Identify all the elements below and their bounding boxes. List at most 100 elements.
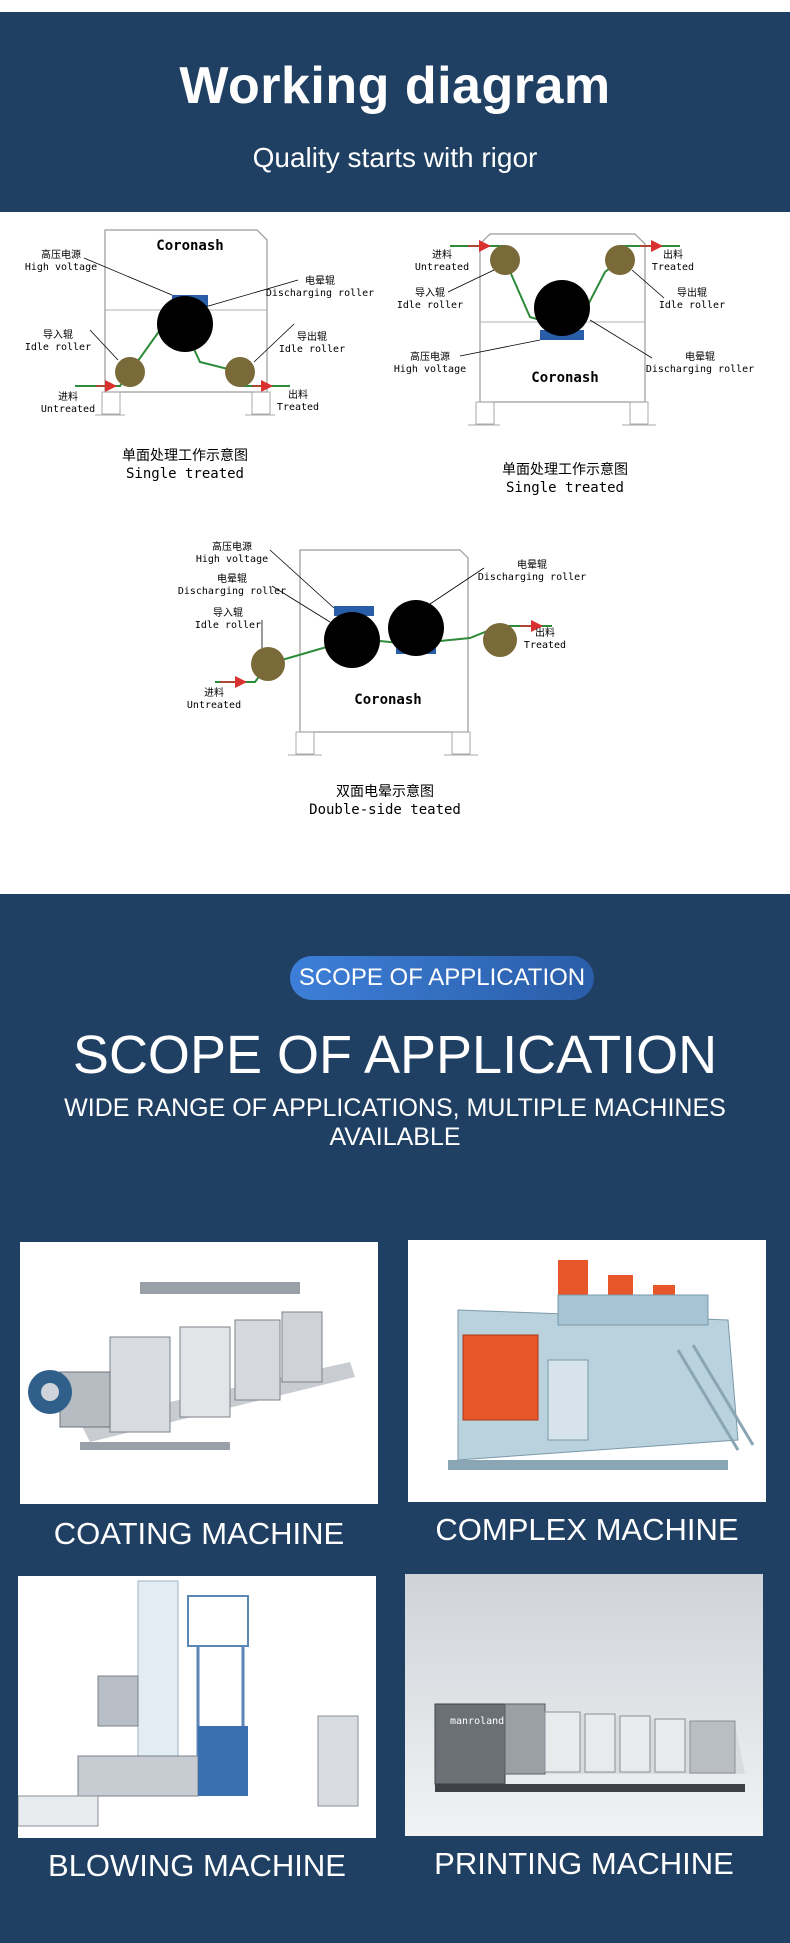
discharging-roller: [534, 280, 590, 336]
discharging-roller-2: [388, 600, 444, 656]
discharging-roller: [157, 296, 213, 352]
leader-line: [429, 567, 485, 605]
idle-roller-in: [490, 245, 520, 275]
machine-foot: [295, 731, 315, 755]
diagrams-svg: Coronash 高压电源 High voltage 电晕辊 Dischargi…: [25, 229, 754, 818]
working-diagram-header: Working diagram Quality starts with rigo…: [0, 12, 790, 212]
hv-label-cn: 高压电源: [212, 540, 252, 553]
feed-label-en: Untreated: [187, 700, 241, 711]
leader-line: [631, 269, 665, 299]
scope-title: SCOPE OF APPLICATION: [72, 1025, 718, 1085]
leader-line: [459, 339, 541, 357]
in-label-cn: 导入辊: [213, 606, 243, 619]
idle-roller-in: [115, 357, 145, 387]
diagram-single-treated-2: Coronash 进料 Untreated 导入辊 Idle roller 高压…: [394, 233, 754, 496]
coating-machine-image: [20, 1242, 378, 1504]
idle-roller-out: [483, 623, 517, 657]
out-label-cn: 导出辊: [297, 330, 327, 343]
coronash-label: Coronash: [156, 238, 223, 254]
idle-roller-in: [251, 647, 285, 681]
leader-line: [253, 323, 295, 363]
caption-cn: 双面电晕示意图: [336, 783, 434, 800]
diagram-single-treated-1: Coronash 高压电源 High voltage 电晕辊 Dischargi…: [25, 229, 374, 482]
feed-label-cn: 进料: [204, 686, 224, 699]
in-label-cn: 导入辊: [43, 328, 73, 341]
machine-foot: [101, 391, 121, 415]
feed-label-en: Untreated: [415, 262, 469, 273]
idle-roller-out: [605, 245, 635, 275]
feed-label-cn: 进料: [432, 248, 452, 261]
in-label-cn: 导入辊: [415, 286, 445, 299]
leader-line: [271, 585, 331, 623]
caption-cn: 单面处理工作示意图: [122, 447, 248, 464]
out-label-cn: 导出辊: [677, 286, 707, 299]
dr-label-en: Discharging roller: [266, 288, 374, 299]
hv-label-en: High voltage: [25, 262, 97, 273]
dr-label-cn: 电晕辊: [685, 350, 715, 363]
dr1-label-cn: 电晕辊: [217, 572, 247, 585]
caption-cn: 单面处理工作示意图: [502, 461, 628, 478]
leader-line: [269, 549, 335, 609]
in-label-en: Idle roller: [195, 620, 261, 631]
printing-machine-label: PRINTING MACHINE: [434, 1846, 734, 1881]
dr1-label-en: Discharging roller: [178, 586, 286, 597]
blowing-machine-image: [18, 1576, 376, 1838]
manroland-logo-text: manroland: [450, 1716, 504, 1727]
machine-frame: [299, 549, 469, 733]
machine-foot: [629, 401, 649, 425]
caption-en: Double-side teated: [309, 802, 461, 818]
complex-machine-image: [408, 1240, 766, 1502]
coating-machine-illustration: [20, 1242, 378, 1504]
coronash-label: Coronash: [354, 692, 421, 708]
complex-machine-label: COMPLEX MACHINE: [435, 1512, 739, 1547]
complex-machine-illustration: [408, 1240, 766, 1502]
leader-line: [589, 319, 653, 359]
exit-label-en: Treated: [277, 402, 319, 413]
dr2-label-en: Discharging roller: [478, 572, 586, 583]
blowing-machine-label: BLOWING MACHINE: [48, 1848, 346, 1883]
machine-foot: [251, 391, 271, 415]
scope-pill: SCOPE OF APPLICATION: [290, 956, 594, 1000]
coating-machine-label: COATING MACHINE: [53, 1516, 345, 1551]
leader-line: [204, 279, 299, 308]
header-title: Working diagram: [179, 57, 611, 115]
scope-subtitle: WIDE RANGE OF APPLICATIONS, MULTIPLE MAC…: [64, 1094, 726, 1151]
dr-label-en: Discharging roller: [646, 364, 754, 375]
leader-line: [89, 329, 119, 361]
scope-section: SCOPE OF APPLICATION SCOPE OF APPLICATIO…: [0, 894, 790, 1943]
diagram-double-side: Coronash 高压电源 High voltage 电晕辊 Dischargi…: [178, 540, 586, 818]
exit-label-en: Treated: [652, 262, 694, 273]
caption-en: Single treated: [126, 466, 244, 482]
printing-machine-image: manroland: [405, 1574, 763, 1836]
leader-line: [447, 269, 495, 293]
idle-roller-out: [225, 357, 255, 387]
in-label-en: Idle roller: [25, 342, 91, 353]
coronash-label: Coronash: [531, 370, 598, 386]
out-label-en: Idle roller: [279, 344, 345, 355]
feed-label-cn: 进料: [58, 390, 78, 403]
exit-label-cn: 出料: [535, 626, 555, 639]
discharging-roller-1: [324, 612, 380, 668]
exit-label-cn: 出料: [663, 248, 683, 261]
caption-en: Single treated: [506, 480, 624, 496]
feed-label-en: Untreated: [41, 404, 95, 415]
machine-foot: [451, 731, 471, 755]
working-diagrams: Coronash 高压电源 High voltage 电晕辊 Dischargi…: [0, 212, 790, 894]
hv-label-cn: 高压电源: [41, 248, 81, 261]
machine-frame: [104, 229, 268, 393]
exit-label-en: Treated: [524, 640, 566, 651]
dr2-label-cn: 电晕辊: [517, 558, 547, 571]
electrode: [334, 606, 374, 616]
printing-machine-illustration: manroland: [405, 1574, 763, 1836]
dr-label-cn: 电晕辊: [305, 274, 335, 287]
hv-label-en: High voltage: [196, 554, 268, 565]
leader-line: [83, 257, 173, 296]
hv-label-en: High voltage: [394, 364, 466, 375]
blowing-machine-illustration: [18, 1576, 376, 1838]
hv-label-cn: 高压电源: [410, 350, 450, 363]
in-label-en: Idle roller: [397, 300, 463, 311]
header-subtitle: Quality starts with rigor: [252, 142, 538, 173]
out-label-en: Idle roller: [659, 300, 725, 311]
exit-label-cn: 出料: [288, 388, 308, 401]
machine-foot: [475, 401, 495, 425]
